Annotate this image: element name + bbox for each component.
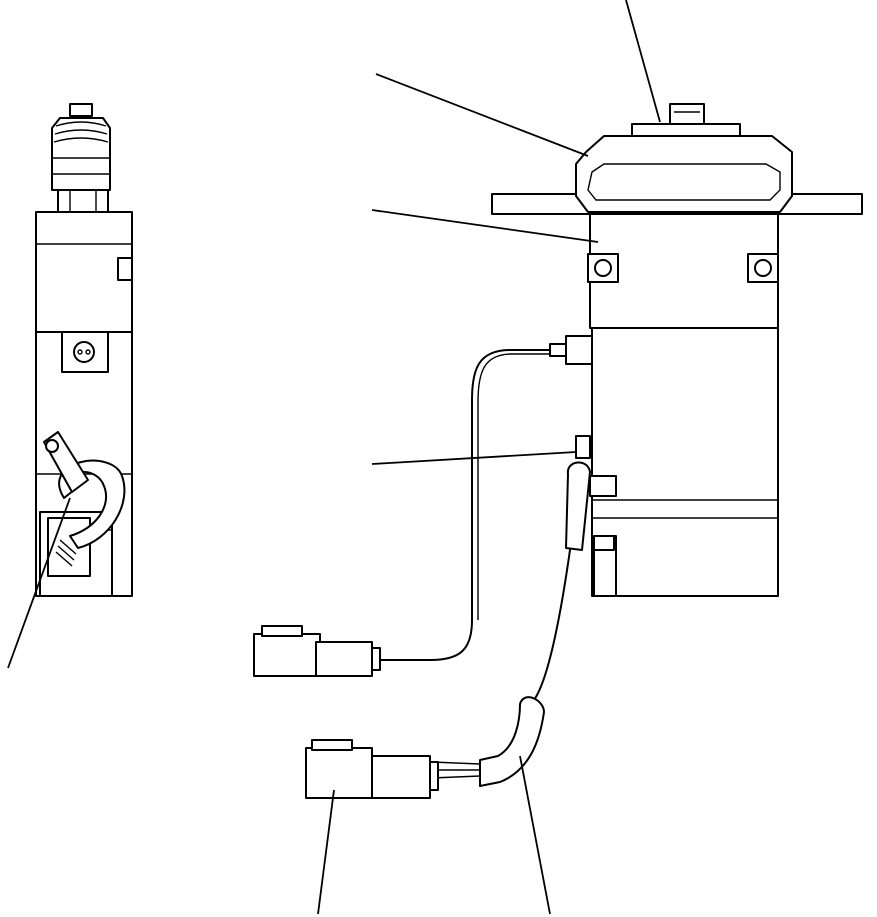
cable-gland (565, 335, 593, 365)
leader-line-upper-body (371, 209, 599, 243)
connector-upper (253, 625, 381, 677)
leader-line-connector-lower (317, 789, 335, 915)
side-view-knob (51, 103, 111, 213)
side-view-upper-body (35, 211, 133, 333)
front-view-lever-assembly (253, 103, 863, 799)
front-lower-body (591, 327, 779, 597)
wire-clamp (565, 461, 591, 551)
leader-line-clamp (371, 451, 577, 465)
upper-cable (375, 349, 551, 661)
leader-line-sleeve (519, 755, 551, 915)
leader-line-side-connector (7, 497, 71, 669)
side-view-cable-loop (58, 459, 126, 549)
side-view-screw-icon (73, 341, 95, 363)
leader-line-knob (625, 0, 661, 123)
leader-lines (7, 0, 661, 915)
lower-cable (533, 549, 571, 701)
side-view-lever-assembly (35, 103, 133, 597)
leader-line-boot (375, 73, 589, 157)
hex-bolt-right-icon (754, 259, 772, 277)
hex-bolt-left-icon (594, 259, 612, 277)
connector-lower (305, 739, 439, 799)
lever-knob (669, 103, 705, 125)
cable-sleeve (479, 696, 545, 787)
